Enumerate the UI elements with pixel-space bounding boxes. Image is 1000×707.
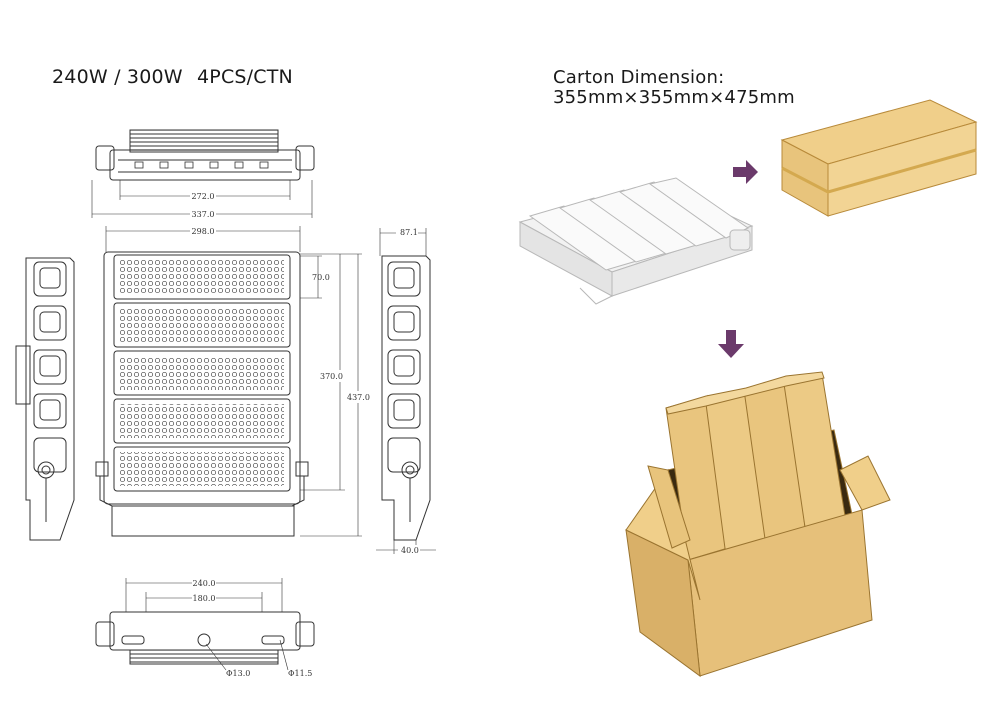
- open-carton: [625, 371, 891, 678]
- dim-bottom-outer: 240.0: [193, 579, 216, 588]
- dim-top-outer: 337.0: [192, 210, 215, 219]
- dim-side-depth: 87.1: [400, 228, 418, 237]
- top-view-drawing: [91, 129, 315, 218]
- dim-body-height: 370.0: [320, 372, 343, 381]
- quantity-per-carton: 4PCS/CTN: [197, 66, 293, 88]
- dim-bottom-inner: 180.0: [193, 594, 216, 603]
- right-side-view-drawing: [376, 228, 436, 554]
- dim-top-inner: 272.0: [192, 192, 215, 201]
- bottom-view-drawing: [95, 578, 315, 671]
- dim-front-width: 298.0: [192, 227, 215, 236]
- luminaire-isometric: [518, 177, 754, 305]
- front-view-drawing: [95, 226, 362, 537]
- dim-module-height: 70.0: [312, 273, 330, 282]
- dim-total-height: 437.0: [347, 393, 370, 402]
- left-side-view-drawing: [15, 257, 75, 541]
- model-title: 240W / 300W: [52, 66, 183, 88]
- arrow-down-icon: [718, 330, 744, 358]
- dim-hole-a: Φ13.0: [226, 669, 250, 678]
- closed-carton: [780, 99, 978, 217]
- carton-dimension-label: Carton Dimension:: [553, 67, 725, 88]
- carton-dimension-value: 355mm×355mm×475mm: [553, 87, 795, 108]
- arrow-right-icon: [733, 160, 758, 184]
- dim-side-base: 40.0: [401, 546, 419, 555]
- dim-hole-b: Φ11.5: [288, 669, 312, 678]
